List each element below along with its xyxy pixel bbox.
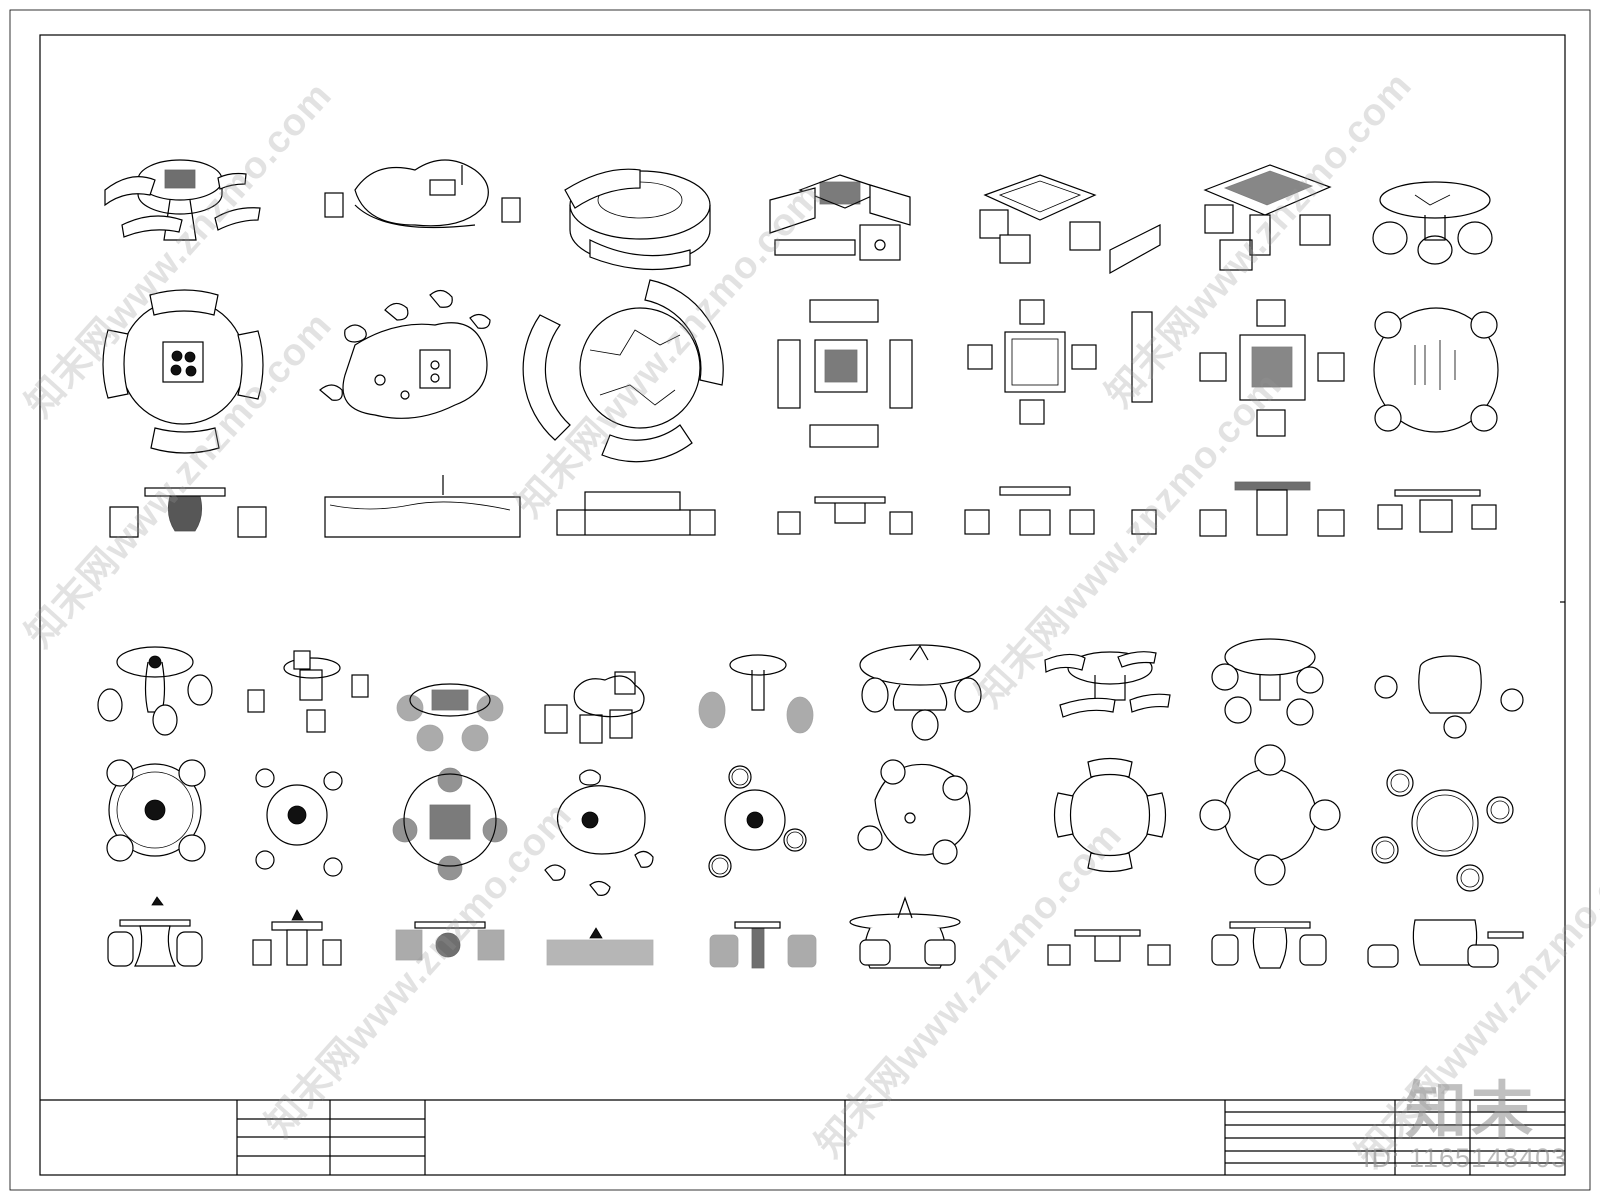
set-16-plan <box>1371 769 1514 892</box>
set-11-perspective <box>544 671 645 744</box>
set-2-perspective <box>324 159 521 229</box>
set-5-perspective <box>979 174 1161 275</box>
set-7-perspective <box>1372 181 1493 265</box>
set-1-perspective <box>104 159 261 241</box>
set-15-elevation <box>1211 921 1327 969</box>
set-12-plan <box>708 765 807 878</box>
set-8-elevation <box>107 896 203 967</box>
set-12-perspective <box>698 654 814 734</box>
set-10-elevation <box>395 921 505 961</box>
set-13-perspective <box>859 644 982 741</box>
set-11-plan <box>544 769 654 896</box>
image-id-label: ID: 1165148403 <box>1363 1143 1568 1173</box>
set-9-perspective <box>247 650 369 733</box>
set-16-elevation <box>1367 919 1524 968</box>
set-8-perspective <box>97 646 213 736</box>
set-4-plan <box>777 299 913 448</box>
set-3-perspective <box>564 168 711 271</box>
set-4-elevation <box>777 496 913 535</box>
set-5-elevation <box>964 486 1157 536</box>
set-16-perspective <box>1374 655 1524 739</box>
set-14-perspective <box>1044 651 1171 718</box>
set-9-plan <box>255 768 343 877</box>
set-12-elevation <box>709 921 817 969</box>
set-14-plan <box>1053 757 1167 873</box>
set-10-plan <box>392 767 508 881</box>
set-14-elevation <box>1047 929 1171 966</box>
set-13-plan <box>857 759 971 865</box>
set-13-elevation <box>849 896 961 969</box>
set-8-plan <box>106 759 206 862</box>
set-1-elevation <box>109 487 267 538</box>
set-7-elevation <box>1377 489 1497 533</box>
set-7-plan <box>1373 307 1499 433</box>
set-2-plan <box>319 289 491 419</box>
set-4-perspective <box>769 174 911 261</box>
set-11-elevation <box>546 927 654 966</box>
set-10-perspective <box>396 683 504 752</box>
set-9-elevation <box>252 909 342 966</box>
set-6-plan <box>1199 299 1345 437</box>
set-3-elevation <box>556 491 716 536</box>
brand-watermark: 知末 <box>1405 1074 1538 1147</box>
drawing-frame <box>39 34 1566 1176</box>
set-15-plan <box>1199 744 1341 886</box>
outer-border <box>9 9 1591 1191</box>
set-6-perspective <box>1203 164 1332 271</box>
set-3-plan <box>522 279 724 463</box>
set-6-elevation <box>1199 481 1345 537</box>
set-2-elevation <box>324 475 521 538</box>
set-1-plan <box>102 289 264 454</box>
set-5-plan <box>967 299 1153 425</box>
set-15-perspective <box>1211 638 1324 726</box>
title-block <box>40 1099 1565 1175</box>
